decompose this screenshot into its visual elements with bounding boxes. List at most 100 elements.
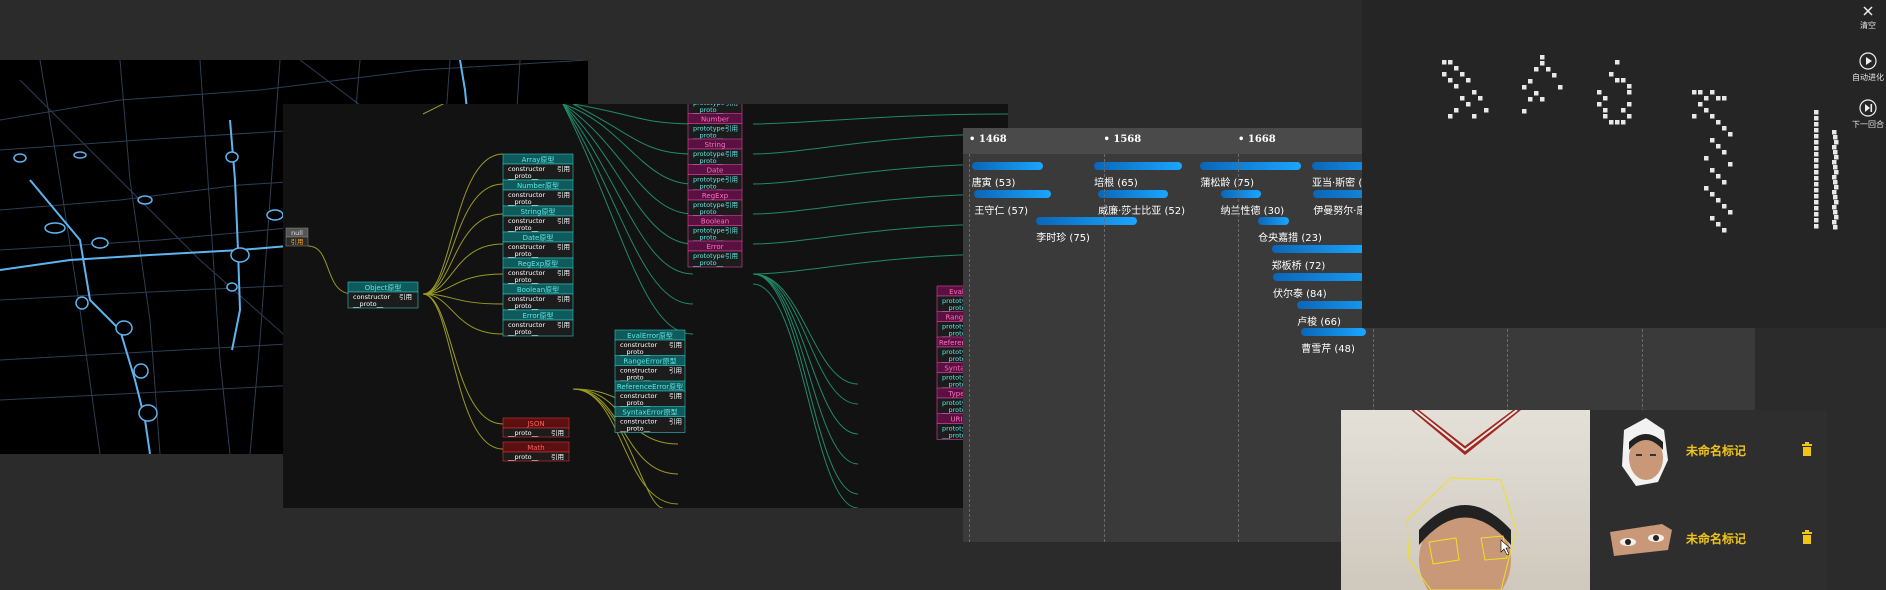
timeline-person-label[interactable]: 蒲松龄 (75) [1200,178,1255,189]
life-cell [1728,132,1733,137]
timeline-bar[interactable] [1297,300,1386,309]
timeline-person-label[interactable]: 郑板桥 (72) [1271,261,1326,273]
next-round-button[interactable]: 下一回合 [1850,99,1886,130]
null-node[interactable]: null 引用 [285,227,309,247]
life-cell [1710,90,1715,95]
timeline-person-label[interactable]: 伊曼努尔·康德 (80) [1313,205,1401,217]
auto-evolve-button[interactable]: 自动进化 [1850,52,1886,83]
dot-matrix-canvas[interactable] [1362,0,1886,328]
face-photo-canvas[interactable] [1341,410,1590,590]
tag-name[interactable]: 未命名标记 [1686,532,1747,546]
builtin-constructors[interactable]: Arrayprototype引用__proto__Numberprototype… [687,104,743,268]
timeline-person-label[interactable]: 唐寅 (53) [971,178,1016,189]
svg-text:SyntaxError原型: SyntaxError原型 [622,408,677,417]
left-eye-marker[interactable] [1428,537,1460,565]
object-prototype-node[interactable]: Object原型 constructor 引用 __proto__ [347,281,419,309]
timeline-bar[interactable] [1200,162,1302,170]
svg-text:引用: 引用 [551,428,564,437]
svg-text:Number: Number [701,116,729,124]
face-photo[interactable] [1341,410,1590,590]
prototype-graph-canvas[interactable]: null 引用 Object原型 constructor 引用 __proto_… [283,104,1008,508]
timeline-person-label[interactable]: 培根 (65) [1094,178,1138,189]
math-node[interactable]: Math __proto__ 引用 [502,441,570,462]
auto-evolve-label: 自动进化 [1852,73,1884,82]
timeline-bar[interactable] [1094,162,1182,170]
timeline-person-label[interactable]: 卢梭 (66) [1297,316,1341,328]
right-eye-marker[interactable] [1480,535,1508,561]
timeline-bar[interactable] [1301,328,1366,337]
life-cell [1716,222,1721,227]
prototype-graph-panel[interactable]: null 引用 Object原型 constructor 引用 __proto_… [283,104,1008,508]
timeline-tick: • 1668 [1238,134,1276,145]
face-tag-row[interactable]: 未命名标记 [1606,410,1821,490]
svg-text:__proto__: __proto__ [507,429,539,437]
clear-button[interactable]: 清空 [1850,4,1886,31]
life-cell [1704,156,1709,161]
svg-text:Date原型: Date原型 [523,233,554,242]
life-cell [1472,90,1477,95]
face-outline-marker[interactable] [1406,477,1517,590]
face-tagging-panel[interactable]: 未命名标记 未命名标记 [1341,410,1827,590]
eye-tag-row[interactable]: 未命名标记 [1606,498,1821,578]
life-cell [1710,216,1715,221]
timeline-person-label[interactable]: 亚当·斯密 (67) [1311,178,1379,189]
life-cell [1627,84,1632,89]
timeline-person-label[interactable]: 伏尔泰 (84) [1272,288,1327,300]
trash-icon[interactable] [1801,442,1813,456]
builtin-constructor-node[interactable]: Arrayprototype引用__proto__ [687,104,743,115]
timeline-bar[interactable] [1036,217,1138,226]
timeline-bar[interactable] [1258,217,1290,226]
svg-text:__proto__: __proto__ [692,259,724,267]
timeline-bar[interactable] [974,189,1052,198]
svg-text:__proto__: __proto__ [507,172,539,180]
life-cell [1814,146,1819,151]
tag-name[interactable]: 未命名标记 [1686,444,1747,458]
timeline-bar[interactable] [1271,245,1369,254]
timeline-person-label[interactable]: 威廉·莎士比亚 (52) [1098,205,1185,217]
life-cell [1698,90,1703,95]
trash-icon[interactable] [1801,530,1813,544]
life-cell [1540,61,1545,66]
life-cell [1478,96,1483,101]
clear-label: 清空 [1860,21,1876,30]
timeline-person-label[interactable]: 李时珍 (75) [1036,233,1090,245]
life-cell [1834,170,1839,175]
timeline-bar[interactable] [1220,189,1261,198]
timeline-person-label[interactable]: 曹雪芹 (48) [1301,344,1355,356]
life-cell [1704,108,1709,113]
timeline-bar[interactable] [1311,162,1403,170]
json-node[interactable]: JSON __proto__ 引用 [502,417,570,438]
svg-text:__proto__: __proto__ [692,157,724,165]
life-cell [1832,175,1837,180]
life-cell [1540,97,1545,102]
timeline-gridline [1507,154,1508,542]
timeline-bar[interactable] [1272,272,1386,281]
svg-text:constructor: constructor [508,165,545,173]
timeline-person-label[interactable]: 仓央嘉措 (23) [1258,233,1322,245]
dot-matrix-panel[interactable] [1362,0,1886,328]
timeline-person-label[interactable]: 纳兰性德 (30) [1220,205,1285,217]
timeline-bar[interactable] [1098,189,1169,198]
timeline-person-label[interactable]: 王守仁 (57) [974,205,1029,217]
timeline-bar[interactable] [971,162,1043,170]
life-cell [1609,120,1614,125]
